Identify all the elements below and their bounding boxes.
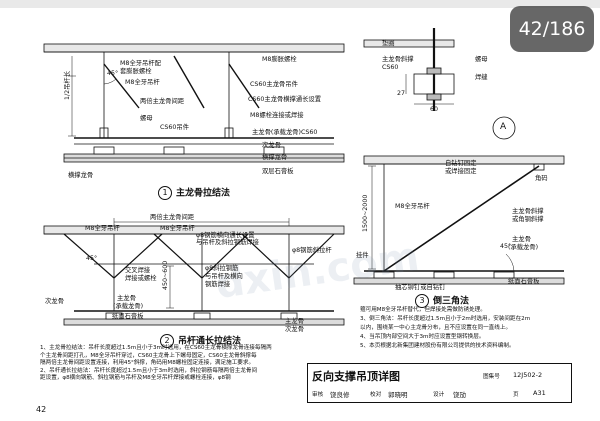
left-notes: 1、主龙骨拉结法：吊杆长度超过1.5m且小于3m时选用，在CS60主龙骨横撑龙骨… <box>40 345 305 383</box>
detail-tag: A <box>500 122 507 132</box>
label: 主龙骨斜撑 <box>512 208 544 215</box>
label: M8全牙吊杆 <box>125 79 160 86</box>
label: φ8钢筋斜拉杆 <box>292 247 332 254</box>
label: 主龙骨(承载龙骨)CS60 <box>252 129 318 136</box>
label: 抽芯铆钉或自钻钉 <box>395 284 446 291</box>
label: 主龙骨 <box>512 236 531 243</box>
label: 45° <box>500 243 512 250</box>
label: 双层石膏板 <box>262 168 294 175</box>
atlas-label: 图集号 <box>483 374 500 380</box>
page-counter-badge: 42/186 <box>510 6 594 52</box>
label: 或角钢斜撑 <box>512 216 544 223</box>
design-name: 饶劢 <box>453 391 466 399</box>
label: 次龙骨 <box>285 326 304 333</box>
fig3-number: 3 <box>415 294 429 308</box>
label: 与吊杆及横向 <box>205 273 243 280</box>
note-line: 5、本页根据北新集团建材股份有限公司提供的技术资料编制。 <box>360 343 515 349</box>
note-line: 隔两倍主龙骨间距设置连接，利用45°斜撑，角码用M8螺栓固定连接，满足施工要求。 <box>40 360 255 367</box>
label: 450~600 <box>162 260 169 290</box>
atlas-number: 12J502-2 <box>513 371 543 379</box>
label: CS60 <box>382 64 399 71</box>
label: 套膨胀螺栓 <box>120 68 152 75</box>
drawing-page-number: A31 <box>533 389 546 397</box>
label: M8全牙吊杆配 <box>120 60 161 67</box>
label: 45° <box>86 255 98 262</box>
label: 交叉焊接 <box>125 267 151 274</box>
drawing-title: 反向支撑吊顶详图 <box>312 370 400 383</box>
label: 两倍主龙骨间距 <box>140 98 185 105</box>
label: 1500~2000 <box>362 194 369 232</box>
viewer-top-bar <box>0 0 600 8</box>
label: M8全牙吊杆 <box>395 203 430 210</box>
label: 角码 <box>535 175 548 182</box>
label: M8全牙吊杆 <box>85 225 120 232</box>
label: M8全牙吊杆 <box>160 225 195 232</box>
label: 与吊杆及斜拉钢筋焊接 <box>196 239 259 246</box>
label: φ8斜拉钢筋 <box>205 265 239 272</box>
label: 钢筋焊接 <box>205 281 231 288</box>
label: 45° <box>107 70 119 77</box>
label: 主龙骨 <box>117 295 136 302</box>
label: 或焊接固定 <box>445 168 477 175</box>
fig1-number: 1 <box>158 186 172 200</box>
label: 螺母 <box>140 115 153 122</box>
label: 60 <box>430 106 439 113</box>
review-label: 审核 <box>312 392 324 398</box>
label: 焊缝 <box>475 74 488 81</box>
label: 1/2吊杆长 <box>64 70 71 100</box>
label: M8螺栓连接或焊接 <box>250 112 304 119</box>
note-line: 以内，围绕某一中心主龙骨分布，且不应设置在同一直线上。 <box>360 325 512 331</box>
label: CS60主龙骨横撑通长设置 <box>248 96 322 103</box>
label: 自钻钉固定 <box>445 160 477 167</box>
title-block: 反向支撑吊顶详图 图集号 12J502-2 审核 饶良修 校对 郭晓明 设计 饶… <box>307 363 572 403</box>
label: 次龙骨 <box>45 298 64 305</box>
note-line: 1、主龙骨拉结法：吊杆长度超过1.5m且小于3m时选用，在CS60主龙骨横撑龙骨… <box>40 345 272 351</box>
label: 垫圈 <box>382 40 395 47</box>
label: CS60吊件 <box>160 124 190 131</box>
note-line: 距设置，φ8横向钢筋、斜拉钢筋与吊杆及M8全牙吊杆焊接或螺栓连接，φ8钢 <box>40 375 231 382</box>
note-line: 3、倒三角法：吊杆长度超过1.5m且小于2m时选用，安装间距在2m <box>360 316 531 322</box>
note-line: 4、当吊顶内部空间大于3m时应设置型钢转换层。 <box>360 334 485 340</box>
review-name: 饶良修 <box>330 391 350 399</box>
label: 焊接或螺栓 <box>125 275 157 282</box>
label: 主龙骨斜撑 <box>382 56 414 63</box>
right-notes: 箍可用M8全牙吊杆替代，但焊接处需做防锈处理。 3、倒三角法：吊杆长度超过1.5… <box>360 306 530 351</box>
check-label: 校对 <box>370 392 382 398</box>
page-number: 42 <box>36 405 47 414</box>
label: (承载龙骨) <box>508 244 539 251</box>
note-line: 2、吊杆通长拉结法：吊杆长度超过1.5m且小于3m时选用，斜拉钢筋每隔两倍主龙骨… <box>40 367 258 374</box>
label: 27 <box>397 90 406 97</box>
check-name: 郭晓明 <box>388 391 408 399</box>
design-label: 设计 <box>433 392 445 398</box>
label: φ8钢筋横向通长设置 <box>196 232 255 239</box>
note-line: 箍可用M8全牙吊杆替代，但焊接处需做防锈处理。 <box>360 307 486 313</box>
label: CS60主龙骨吊件 <box>250 81 298 88</box>
page-label: 页 <box>513 392 519 398</box>
label: 次龙骨 <box>262 142 281 149</box>
label: 横撑龙骨 <box>68 172 94 179</box>
label: 螺母 <box>475 56 488 63</box>
label: 两倍主龙骨间距 <box>150 214 195 221</box>
label: (承载龙骨) <box>113 303 144 310</box>
label: 纸面石膏板 <box>508 278 540 285</box>
label: 挂件 <box>356 252 369 259</box>
technical-drawing <box>43 28 565 326</box>
label: M8膨胀螺栓 <box>262 56 297 63</box>
label: 主龙骨 <box>285 318 304 325</box>
label: 纸面石膏板 <box>112 313 144 320</box>
fig2-number: 2 <box>160 334 174 348</box>
label: 横撑龙骨 <box>262 154 288 161</box>
note-line: 个主龙骨间距打孔，M8全牙吊杆穿过，CS60主龙骨上下螺母固定，CS60主龙骨斜… <box>40 352 257 359</box>
